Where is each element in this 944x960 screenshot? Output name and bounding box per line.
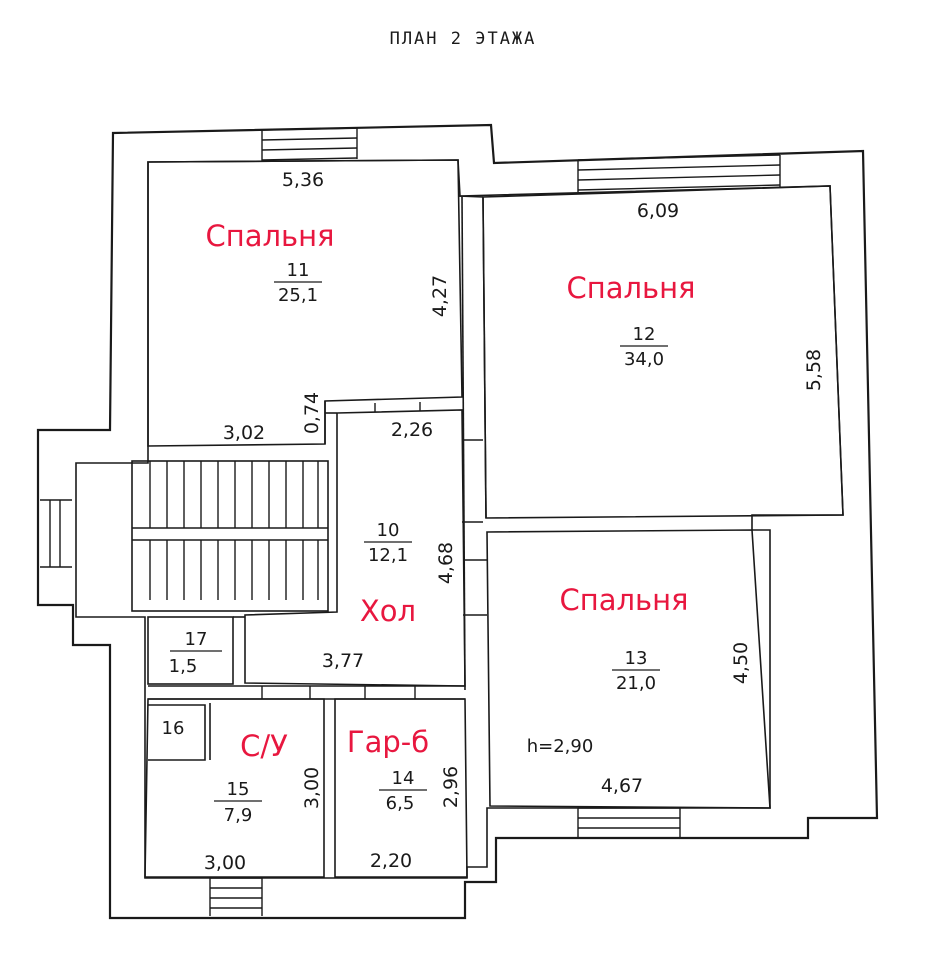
room-area-15: 7,9 <box>224 805 253 826</box>
room-area-17: 1,5 <box>169 656 198 677</box>
outer-wall <box>36 123 879 920</box>
stair-treads-lower <box>149 540 319 600</box>
room-number-16: 16 <box>162 718 185 739</box>
dim-3-77: 3,77 <box>322 650 364 672</box>
dim-0-74: 0,74 <box>301 392 323 434</box>
dim-2-96: 2,96 <box>440 766 462 808</box>
dim-4-68: 4,68 <box>435 542 457 584</box>
hall-10-outline <box>244 409 466 687</box>
room-name-13: Спальня <box>559 583 688 617</box>
dim-6-09: 6,09 <box>637 200 679 222</box>
dim-5-36: 5,36 <box>282 169 324 191</box>
window-bottom-right <box>577 807 681 839</box>
room-name-11: Спальня <box>205 219 334 253</box>
room-number-11: 11 <box>287 260 310 281</box>
dim-3-02: 3,02 <box>223 422 265 444</box>
room-area-10: 12,1 <box>368 545 408 566</box>
room-number-17: 17 <box>185 629 208 650</box>
window-left <box>40 499 72 568</box>
dim-5-58: 5,58 <box>803 349 825 391</box>
dim-4-27: 4,27 <box>429 275 451 317</box>
corridor-wall-ticks <box>261 686 416 699</box>
room-number-14: 14 <box>392 768 415 789</box>
room-name-10: Хол <box>360 594 416 628</box>
stair-treads-upper <box>149 461 319 528</box>
room-name-15: С/У <box>240 729 288 763</box>
plan-title: ПЛАН 2 ЭТАЖА <box>390 29 537 49</box>
dim-3-00-horizontal: 3,00 <box>204 852 246 874</box>
dim-3-00-vertical: 3,00 <box>301 767 323 809</box>
wall-ticks-hall-right <box>462 439 487 616</box>
dim-2-20: 2,20 <box>370 850 412 872</box>
dim-4-50: 4,50 <box>730 642 752 684</box>
room-area-13: 21,0 <box>616 673 656 694</box>
window-top-right <box>577 154 781 192</box>
room-name-12: Спальня <box>566 271 695 305</box>
window-top-left <box>261 127 358 161</box>
dim-4-67: 4,67 <box>601 775 643 797</box>
wall-ticks-hall-top <box>374 402 421 412</box>
room-17-outline <box>147 616 234 685</box>
bathroom-15-outline <box>144 698 325 878</box>
room-number-12: 12 <box>633 324 656 345</box>
room-area-12: 34,0 <box>624 349 664 370</box>
room-number-13: 13 <box>625 648 648 669</box>
window-bottom-left <box>209 877 263 916</box>
room-number-15: 15 <box>227 779 250 800</box>
ceiling-height: h=2,90 <box>527 736 594 757</box>
room-area-14: 6,5 <box>386 793 415 814</box>
dim-2-26: 2,26 <box>391 419 433 441</box>
bedroom-12-outline <box>482 185 844 519</box>
dressing-14-outline <box>334 698 468 878</box>
room-16-outline <box>148 704 206 761</box>
wall-segment <box>457 195 484 198</box>
room-number-10: 10 <box>377 520 400 541</box>
room-name-14: Гар-б <box>347 725 429 759</box>
bedroom-13-outline <box>486 529 771 809</box>
room-area-11: 25,1 <box>278 285 318 306</box>
staircase <box>131 460 329 612</box>
